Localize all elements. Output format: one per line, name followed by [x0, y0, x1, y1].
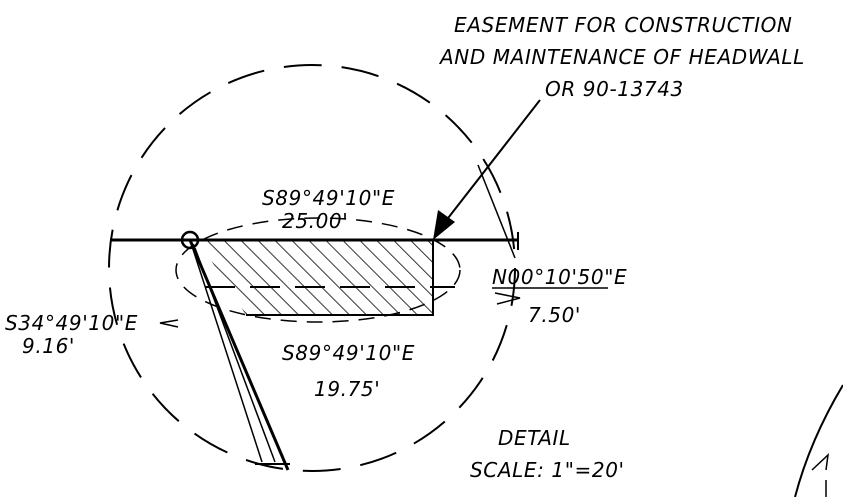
adjacent-feature-arc — [794, 384, 843, 497]
point-of-beginning-marker — [180, 230, 200, 250]
easement-leader-line — [444, 99, 541, 223]
detail-scale: SCALE: 1"=20' — [470, 458, 625, 482]
easement-parcel — [198, 240, 434, 316]
easement-note-line-2: AND MAINTENANCE OF HEADWALL — [438, 45, 805, 69]
south-line-bearing: S89°49'10"E — [282, 341, 415, 365]
parallel-line-1 — [189, 239, 263, 463]
easement-note-line-3: OR 90-13743 — [545, 77, 684, 101]
west-line-distance: 9.16' — [22, 334, 75, 358]
arc-mark — [477, 164, 516, 259]
easement-leader-arrowhead — [433, 210, 455, 240]
south-line-distance: 19.75' — [314, 377, 380, 401]
adjacent-feature-mark — [811, 453, 830, 471]
west-call-arrow — [159, 319, 179, 328]
detail-boundary-circle — [108, 64, 516, 472]
east-call-arrow — [494, 292, 521, 305]
west-line-bearing: S34°49'10"E — [5, 311, 138, 335]
parcel-callout-ellipse — [175, 217, 461, 323]
east-line-bearing: N00°10'50"E — [492, 265, 627, 289]
detail-title: DETAIL — [498, 426, 571, 450]
north-line-bearing: S89°49'10"E — [262, 186, 395, 210]
east-line-distance: 7.50' — [528, 303, 581, 327]
easement-note-line-1: EASEMENT FOR CONSTRUCTION — [454, 13, 792, 37]
parallel-line-2 — [194, 247, 276, 463]
north-line-distance: 25.00' — [282, 209, 348, 233]
